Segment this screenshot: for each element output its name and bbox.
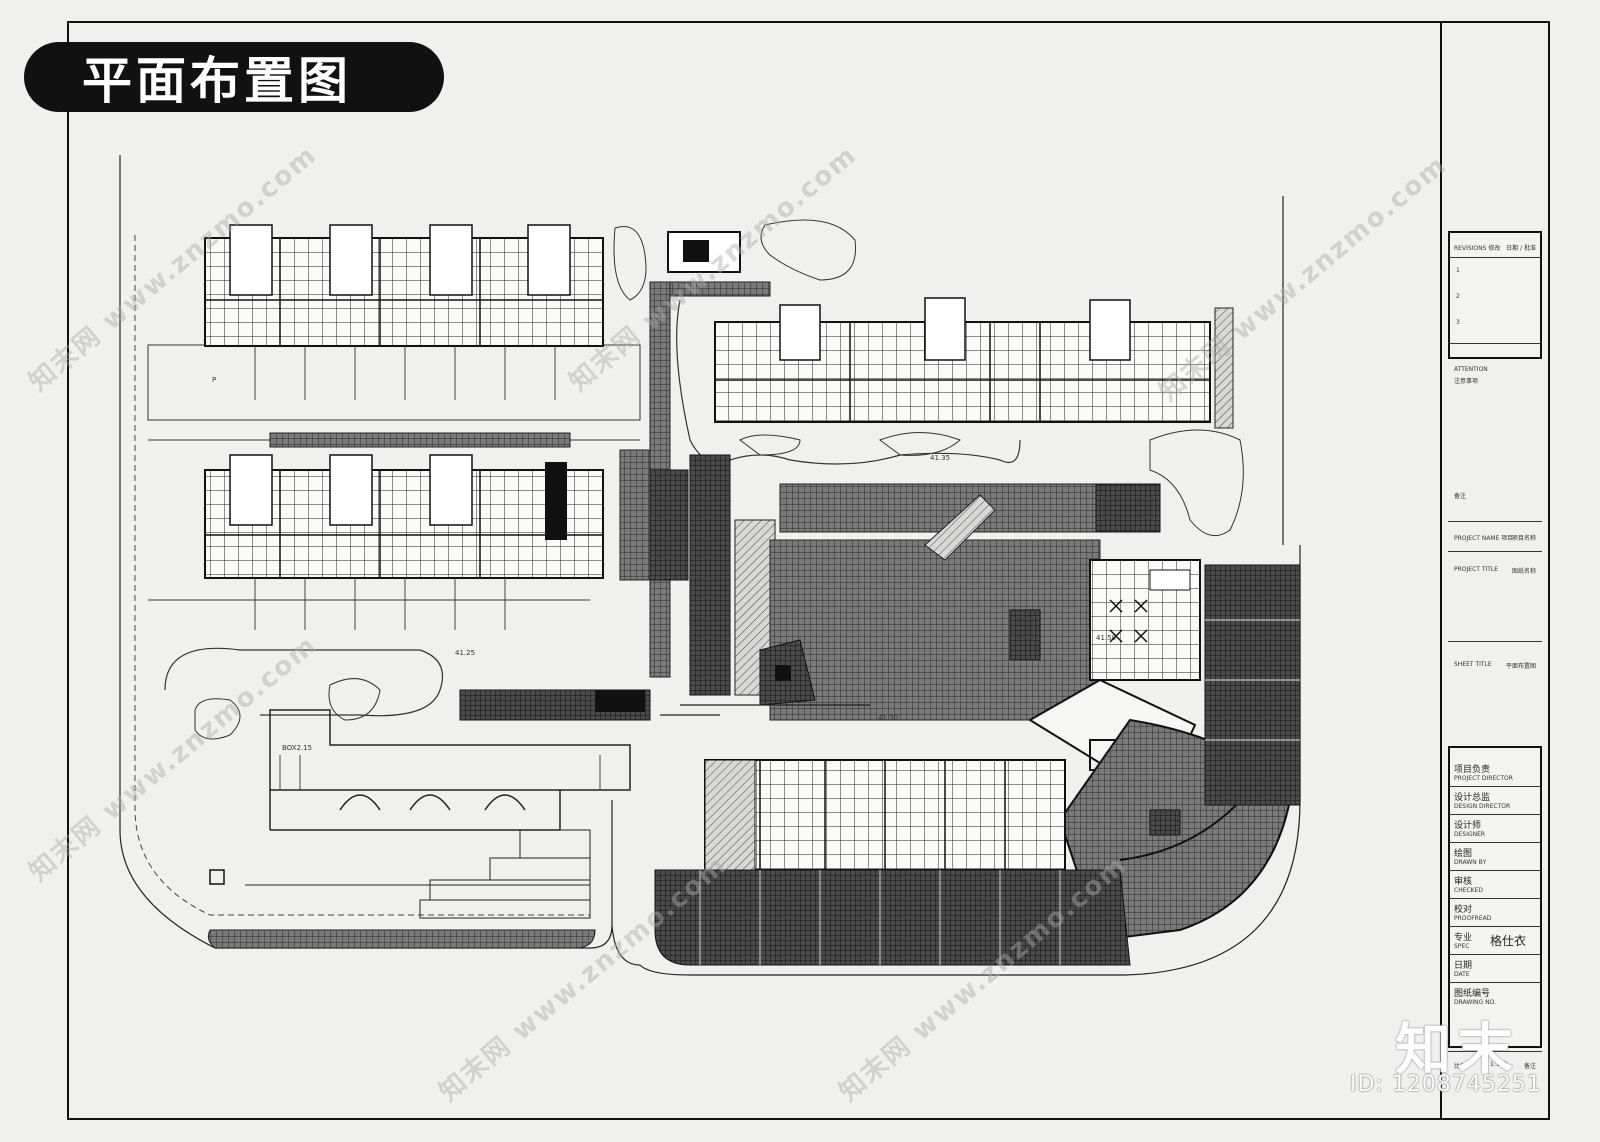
shops-south xyxy=(704,759,1066,871)
plaza-edge xyxy=(689,454,731,696)
parking-row-north xyxy=(254,346,556,400)
level-label-a: 41.25 xyxy=(455,649,475,657)
revision-mark-1: 1 xyxy=(1456,267,1460,274)
housing-block-west xyxy=(204,454,604,579)
level-label-d: 41.50 xyxy=(1096,634,1116,642)
housing-block-north-east xyxy=(714,297,1234,429)
drawing-frame xyxy=(67,21,1550,1120)
road-label: BOX2.15 xyxy=(282,744,312,752)
revision-mark-3: 3 xyxy=(1456,319,1460,326)
central-plaza xyxy=(769,539,1101,721)
revisions-box: REVISIONS 修改 日期 / 批准 1 2 3 xyxy=(1448,231,1542,359)
parking-east xyxy=(1204,564,1301,806)
spec-value: 格仕衣 xyxy=(1490,934,1527,948)
clubhouse xyxy=(1028,559,1201,802)
brand-logo: 知末 xyxy=(1395,1018,1519,1083)
paving-strip xyxy=(269,432,571,448)
title-block: REVISIONS 修改 日期 / 批准 1 2 3 ATTENTION 注意事… xyxy=(1440,21,1550,1120)
page-title: 平面布置图 xyxy=(24,42,444,112)
revision-mark-2: 2 xyxy=(1456,293,1460,300)
image-id: ID: 1208745251 xyxy=(1350,1072,1542,1097)
housing-block-north-west xyxy=(204,224,604,347)
parking-label: P xyxy=(212,376,216,384)
site-boundary-south xyxy=(639,545,1301,976)
level-label-b: 41.30 xyxy=(878,714,898,722)
site-boundary-west xyxy=(119,155,641,966)
level-label-c: 41.35 xyxy=(930,454,950,462)
parking-row-west xyxy=(254,578,506,630)
south-paving xyxy=(654,869,1131,966)
parking-lot-south xyxy=(245,709,631,919)
info-box: 项目负责 PROJECT DIRECTOR 设计总监 DESIGN DIRECT… xyxy=(1448,746,1542,1048)
